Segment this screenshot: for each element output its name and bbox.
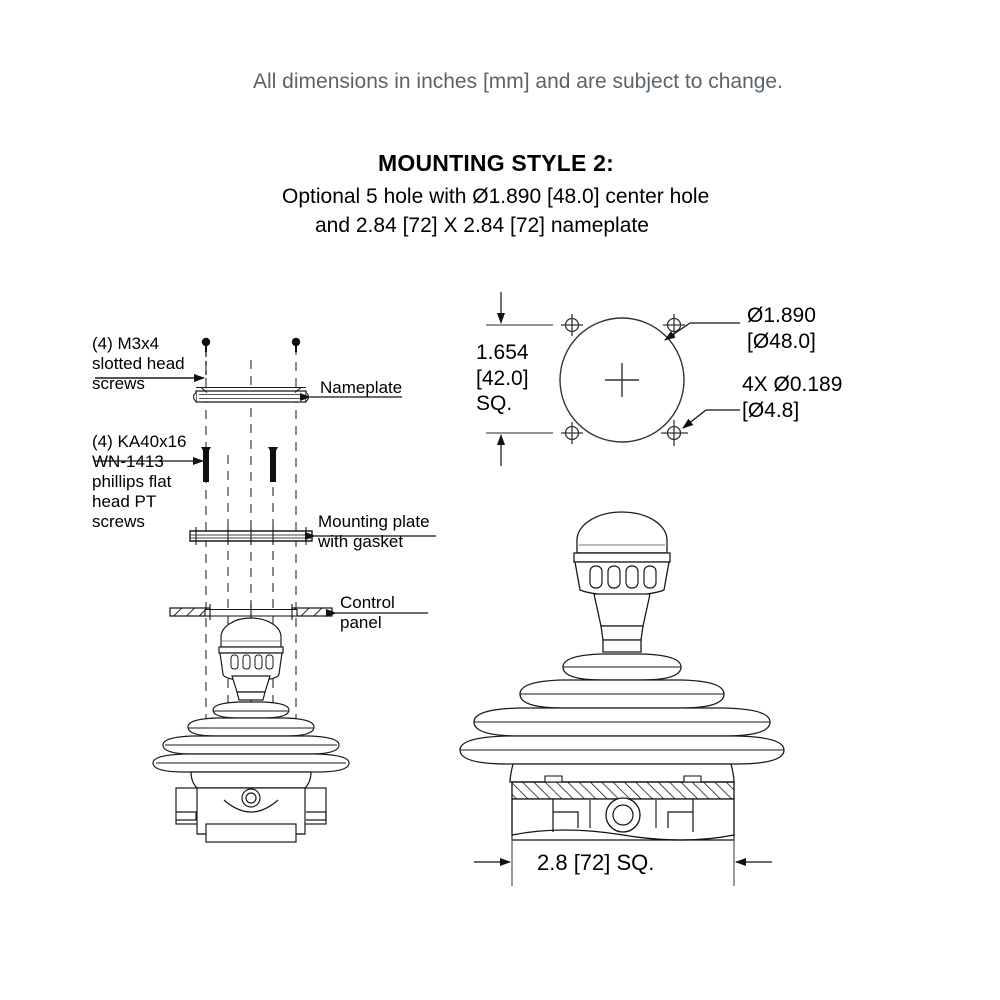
control-panel-part [169,604,333,620]
joystick-small-assembly [152,617,350,843]
ka40-screw-markers [201,447,278,482]
dimension-mounting-hole-dia: 4X Ø0.189 [Ø4.8] [742,373,843,422]
center-mark [605,363,639,397]
dimension-panel-square: 1.654 [42.0] SQ. [476,341,529,416]
m3-screw-markers [201,337,301,352]
nameplate-part [193,386,309,403]
dimension-center-hole-dia: Ø1.890 [Ø48.0] [747,304,816,353]
callout-mounting-plate: Mounting plate with gasket [318,512,430,552]
dim-1654-lines [486,292,553,466]
title-subline-1: Optional 5 hole with Ø1.890 [48.0] cente… [282,185,710,208]
callout-m3-screws: (4) M3x4 slotted head screws [92,334,185,394]
top-hole-pattern-view [486,292,740,466]
leader-center-hole-dia [664,322,740,341]
mounting-plate-part [189,527,313,545]
dimension-base-square: 2.8 [72] SQ. [537,850,655,875]
callout-control-panel: Control panel [340,593,395,633]
dim-base-square-lines [474,836,772,886]
page-title: MOUNTING STYLE 2: [378,150,614,176]
dimensions-note: All dimensions in inches [mm] and are su… [253,70,783,93]
front-elevation-view [459,511,785,886]
construction-lines [205,346,297,800]
leader-mounting-hole-dia [682,409,740,429]
callout-ka40-screws: (4) KA40x16 WN-1413 phillips flat head P… [92,432,187,532]
title-subline-2: and 2.84 [72] X 2.84 [72] nameplate [315,214,649,237]
center-hole-circle [559,317,685,443]
callout-nameplate: Nameplate [320,378,403,397]
exploded-assembly-view [95,337,436,843]
